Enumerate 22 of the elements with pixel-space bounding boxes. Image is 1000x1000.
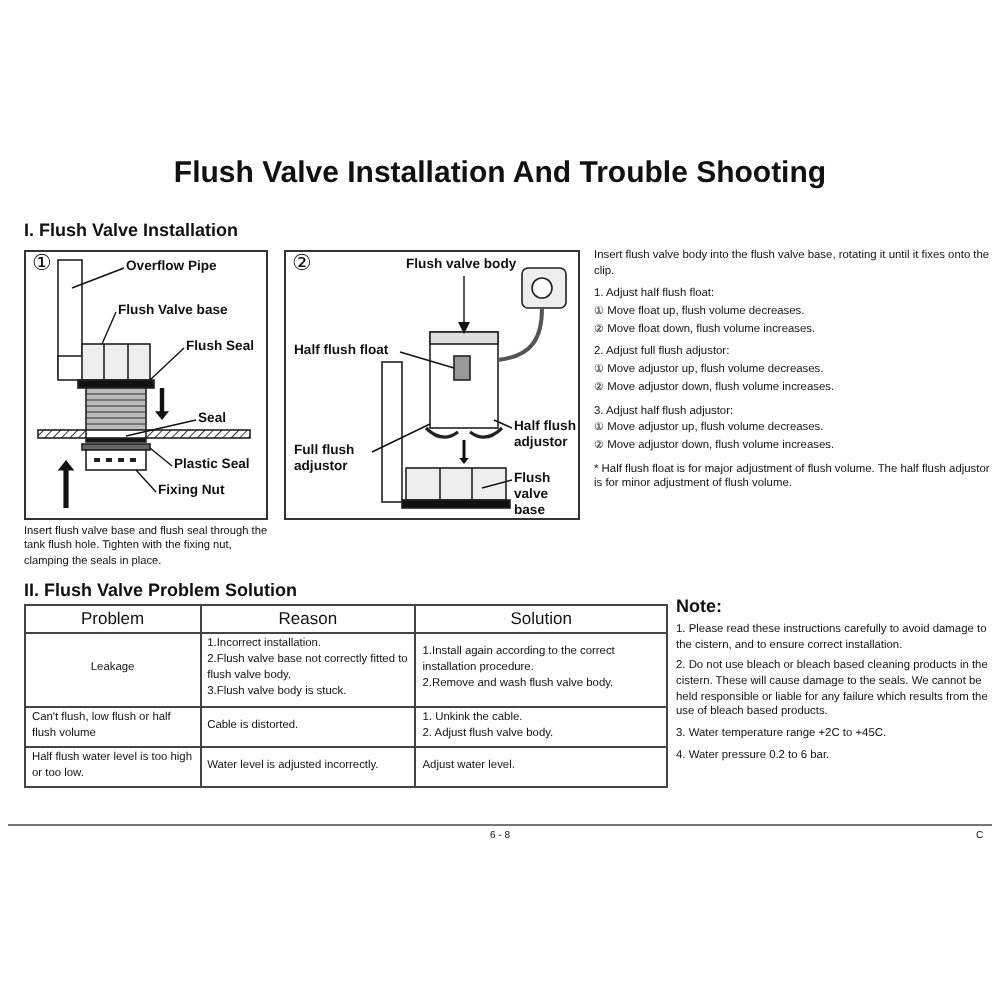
- leader-line: [71, 267, 125, 289]
- section-heading: I. Flush Valve Installation: [24, 220, 239, 240]
- section-heading: II. Flush Valve Problem Solution: [24, 580, 298, 600]
- column-header: Reason: [276, 608, 340, 631]
- instruction-panel: [24, 250, 268, 520]
- note-heading: Note:: [676, 596, 722, 616]
- instruction-panel: [284, 250, 580, 520]
- leader-line: [371, 423, 431, 453]
- title: Flush Valve Installation And Trouble Shooting: [171, 156, 829, 190]
- leader-line: [149, 447, 173, 467]
- leader-line: [149, 347, 185, 381]
- leader-line: [125, 419, 197, 437]
- leader-line: [101, 311, 117, 345]
- leader-line: [399, 351, 455, 369]
- leader-line: [493, 419, 513, 429]
- column-header: Problem: [78, 608, 147, 631]
- step-number: ②: [292, 254, 312, 276]
- arrow: [458, 275, 470, 334]
- leader-line: [135, 469, 157, 493]
- leader-line: [481, 479, 513, 489]
- step-number: ①: [32, 254, 52, 276]
- column-header: Solution: [508, 608, 574, 631]
